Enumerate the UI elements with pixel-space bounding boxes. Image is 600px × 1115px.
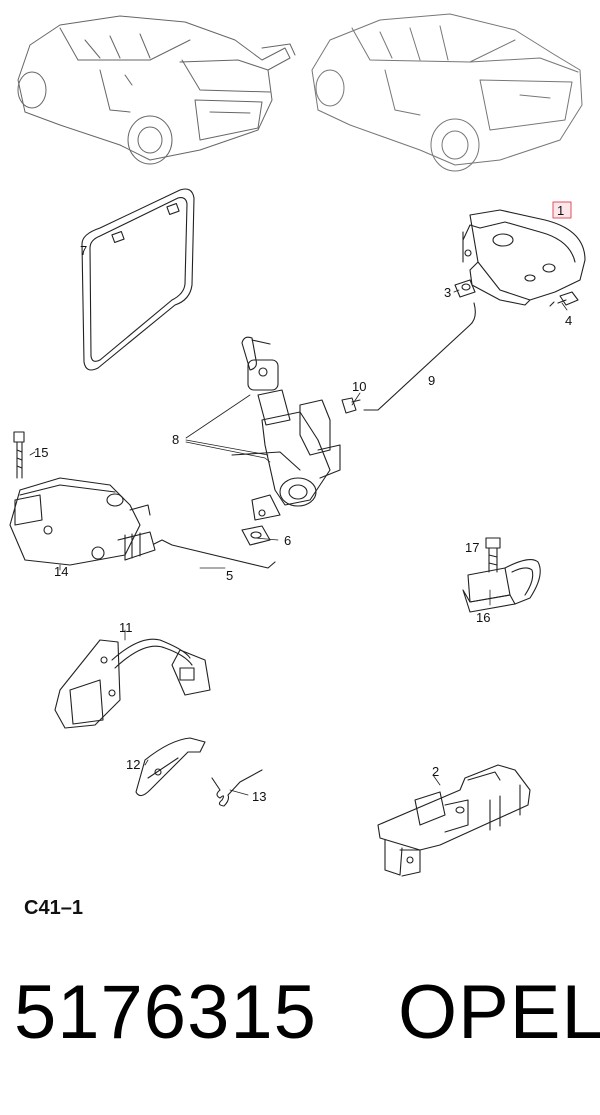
part-14-actuator <box>9 477 156 566</box>
callout-15[interactable]: 15 <box>34 445 48 460</box>
part-8-lock-cylinder <box>231 336 341 521</box>
part-1-lock-bracket <box>462 209 586 306</box>
car-closed-view-illustration <box>311 13 583 172</box>
part-2-striker-plate <box>377 764 531 877</box>
callout-10[interactable]: 10 <box>352 379 366 394</box>
callout-16[interactable]: 16 <box>476 610 490 625</box>
part-number: 5176315 <box>14 970 317 1055</box>
callout-14[interactable]: 14 <box>54 564 68 579</box>
part-1-highlight-box <box>552 201 572 219</box>
part-11-wiring-bracket <box>54 638 211 729</box>
callout-7[interactable]: 7 <box>80 243 87 258</box>
callout-17[interactable]: 17 <box>465 540 479 555</box>
part-4-screw <box>549 291 579 307</box>
callout-2[interactable]: 2 <box>432 764 439 779</box>
part-10-screw <box>341 397 361 414</box>
part-9-rod <box>363 302 476 411</box>
callout-3[interactable]: 3 <box>444 285 451 300</box>
callout-11[interactable]: 11 <box>119 620 133 635</box>
diagram-code: C41–1 <box>24 897 83 919</box>
part-5-rod <box>153 539 276 569</box>
part-17-bolt <box>485 537 501 573</box>
leader-lines <box>29 231 568 796</box>
callout-4[interactable]: 4 <box>565 313 572 328</box>
part-12-latch-lever <box>135 737 206 797</box>
callout-8[interactable]: 8 <box>172 432 179 447</box>
part-13-spring <box>211 769 263 807</box>
callout-6[interactable]: 6 <box>284 533 291 548</box>
car-rear-view-illustration <box>17 15 296 165</box>
callout-13[interactable]: 13 <box>252 789 266 804</box>
brand-name: OPEL <box>398 970 600 1055</box>
part-15-bolt <box>13 431 25 479</box>
callout-9[interactable]: 9 <box>428 373 435 388</box>
callout-labels: 1 2 3 4 5 6 7 8 9 10 11 12 13 14 15 16 1… <box>34 203 572 804</box>
part-7-cover-seal <box>81 188 195 371</box>
callout-5[interactable]: 5 <box>226 568 233 583</box>
part-6-clip <box>241 525 271 546</box>
part-16-clip-bracket <box>462 559 541 613</box>
callout-1[interactable]: 1 <box>557 203 564 218</box>
parts-diagram: 1 2 3 4 5 6 7 8 9 10 11 12 13 14 15 16 1… <box>9 13 586 877</box>
part-3-clip <box>454 279 476 298</box>
callout-12[interactable]: 12 <box>126 757 140 772</box>
